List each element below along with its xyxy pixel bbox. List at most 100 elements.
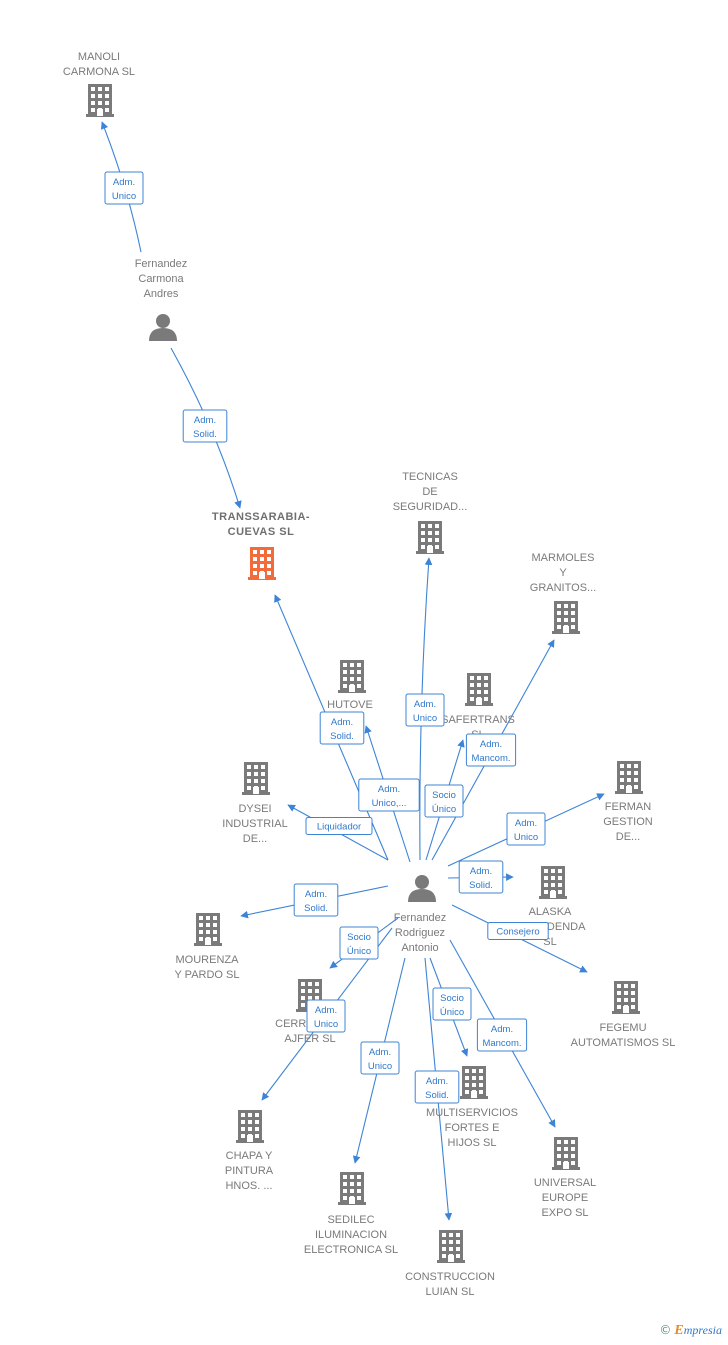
edge-label-text: Adm. bbox=[378, 784, 400, 795]
node-label-line: AJFER SL bbox=[284, 1033, 335, 1045]
building-icon-marmoles[interactable] bbox=[552, 601, 580, 634]
node-label-line: GRANITOS... bbox=[530, 582, 596, 594]
building-icon-chapa[interactable] bbox=[236, 1110, 264, 1143]
edge-label-text: Único bbox=[347, 946, 371, 957]
node-label-line: CHAPA Y bbox=[226, 1150, 273, 1162]
edge-label-text: Mancom. bbox=[471, 753, 510, 764]
building-icon-hutove[interactable] bbox=[338, 660, 366, 693]
node-label-line: DYSEI bbox=[238, 803, 271, 815]
building-icon-tecnicas[interactable] bbox=[416, 521, 444, 554]
person-icon-fra[interactable] bbox=[408, 875, 436, 902]
edge-label-fra-to-ferman[interactable]: Adm.Unico bbox=[506, 812, 546, 846]
building-icon-trans[interactable] bbox=[248, 547, 276, 580]
edge-label-text: Unico bbox=[112, 191, 136, 202]
node-label-manoli[interactable]: MANOLI CARMONA SL bbox=[63, 51, 135, 78]
building-icon-fegemu[interactable] bbox=[612, 981, 640, 1014]
node-label-line: MULTISERVICIOS bbox=[426, 1107, 518, 1119]
node-label-line: MARMOLES bbox=[532, 552, 595, 564]
node-label-line: SEDILEC bbox=[327, 1214, 374, 1226]
edge-label-text: Adm. bbox=[305, 889, 327, 900]
edge-label-fra-to-alaska[interactable]: Adm.Solid. bbox=[458, 860, 504, 894]
node-label-line: Y bbox=[559, 567, 567, 579]
edge-label-text: Socio bbox=[347, 932, 371, 943]
node-label-trans[interactable]: TRANSSARABIA-CUEVAS SL bbox=[212, 511, 310, 538]
node-label-line: ILUMINACION bbox=[315, 1229, 387, 1241]
edge-label-text: Unico bbox=[314, 1019, 338, 1030]
building-icon-safertrans[interactable] bbox=[465, 673, 493, 706]
edge-label-fra-to-fegemu[interactable]: Consejero bbox=[487, 922, 549, 940]
edge-label-fra-to-hutove[interactable]: Adm.Unico,... bbox=[358, 778, 420, 812]
building-icon-universal[interactable] bbox=[552, 1137, 580, 1170]
edge-label-text: Liquidador bbox=[317, 822, 361, 833]
edge-label-fra-to-construccion[interactable]: Adm.Solid. bbox=[414, 1070, 460, 1104]
node-label-line: CARMONA SL bbox=[63, 66, 135, 78]
building-icon-ferman[interactable] bbox=[615, 761, 643, 794]
edge-label-fca-to-trans[interactable]: Adm. Solid. bbox=[182, 409, 228, 443]
node-label-marmoles[interactable]: MARMOLES Y GRANITOS... bbox=[530, 552, 596, 594]
node-label-line: MANOLI bbox=[78, 51, 120, 63]
edge-label-text: Adm. bbox=[480, 739, 502, 750]
edge-label-fra-to-dysei[interactable]: Liquidador bbox=[305, 817, 373, 835]
edge-label-box bbox=[358, 778, 420, 812]
building-icon-construccion[interactable] bbox=[437, 1230, 465, 1263]
edge-label-fca-to-manoli[interactable]: Adm.Unico bbox=[104, 171, 144, 205]
edge-label-text: Mancom. bbox=[482, 1038, 521, 1049]
node-label-line: UNIVERSAL bbox=[534, 1177, 596, 1189]
edge-label-text: Adm. bbox=[194, 415, 216, 426]
node-label-line: TECNICAS bbox=[402, 471, 458, 483]
node-label-line: LUIAN SL bbox=[426, 1286, 475, 1298]
edge-label-fra-to-chapa[interactable]: Adm.Unico bbox=[306, 999, 346, 1033]
edge-label-box bbox=[319, 711, 365, 745]
edge-label-box bbox=[458, 860, 504, 894]
node-label-line: GESTION bbox=[603, 816, 653, 828]
node-label-line: SAFERTRANS bbox=[441, 714, 515, 726]
brand-name: mpresia bbox=[683, 1323, 722, 1337]
edge-label-fra-to-universal[interactable]: Adm.Mancom. bbox=[476, 1018, 528, 1052]
building-icon-dysei[interactable] bbox=[242, 762, 270, 795]
node-label-line: Fernandez bbox=[394, 912, 447, 924]
edge-label-fra-to-trans[interactable]: Adm.Solid. bbox=[319, 711, 365, 745]
building-icon-sedilec[interactable] bbox=[338, 1172, 366, 1205]
edge-label-box bbox=[182, 409, 228, 443]
edge-label-fra-to-mourenza[interactable]: Adm.Solid. bbox=[293, 883, 339, 917]
node-label-line: CONSTRUCCION bbox=[405, 1271, 495, 1283]
node-label-construccion[interactable]: CONSTRUCCION LUIAN SL bbox=[405, 1271, 495, 1298]
edge-label-text: Solid. bbox=[193, 429, 217, 440]
building-icon-mourenza[interactable] bbox=[194, 913, 222, 946]
edge-label-box bbox=[465, 733, 517, 767]
node-label-line: HIJOS SL bbox=[448, 1137, 497, 1149]
node-label-line: AUTOMATISMOS SL bbox=[571, 1037, 676, 1049]
node-label-line: ALASKA bbox=[529, 906, 572, 918]
edge-label-box bbox=[306, 999, 346, 1033]
edge-label-box bbox=[414, 1070, 460, 1104]
edge-label-box bbox=[424, 784, 464, 818]
building-icon-manoli[interactable] bbox=[86, 84, 114, 117]
edge-label-fra-to-sedilec[interactable]: Adm.Unico bbox=[360, 1041, 400, 1075]
node-label-line: SEGURIDAD... bbox=[393, 501, 468, 513]
building-icon-alaska[interactable] bbox=[539, 866, 567, 899]
edge-label-fra-to-marmoles[interactable]: Adm. Mancom. bbox=[465, 733, 517, 767]
edge-label-text: Solid. bbox=[330, 731, 354, 742]
edge-label-text: Adm. bbox=[414, 699, 436, 710]
building-icon-multiservicios[interactable] bbox=[460, 1066, 488, 1099]
node-label-line: HNOS. ... bbox=[225, 1180, 272, 1192]
person-icon-fca[interactable] bbox=[149, 314, 177, 341]
edge-label-text: Unico bbox=[368, 1061, 392, 1072]
edge-label-box bbox=[476, 1018, 528, 1052]
edge-label-fra-to-tecnicas[interactable]: Adm.Unico bbox=[405, 693, 445, 727]
